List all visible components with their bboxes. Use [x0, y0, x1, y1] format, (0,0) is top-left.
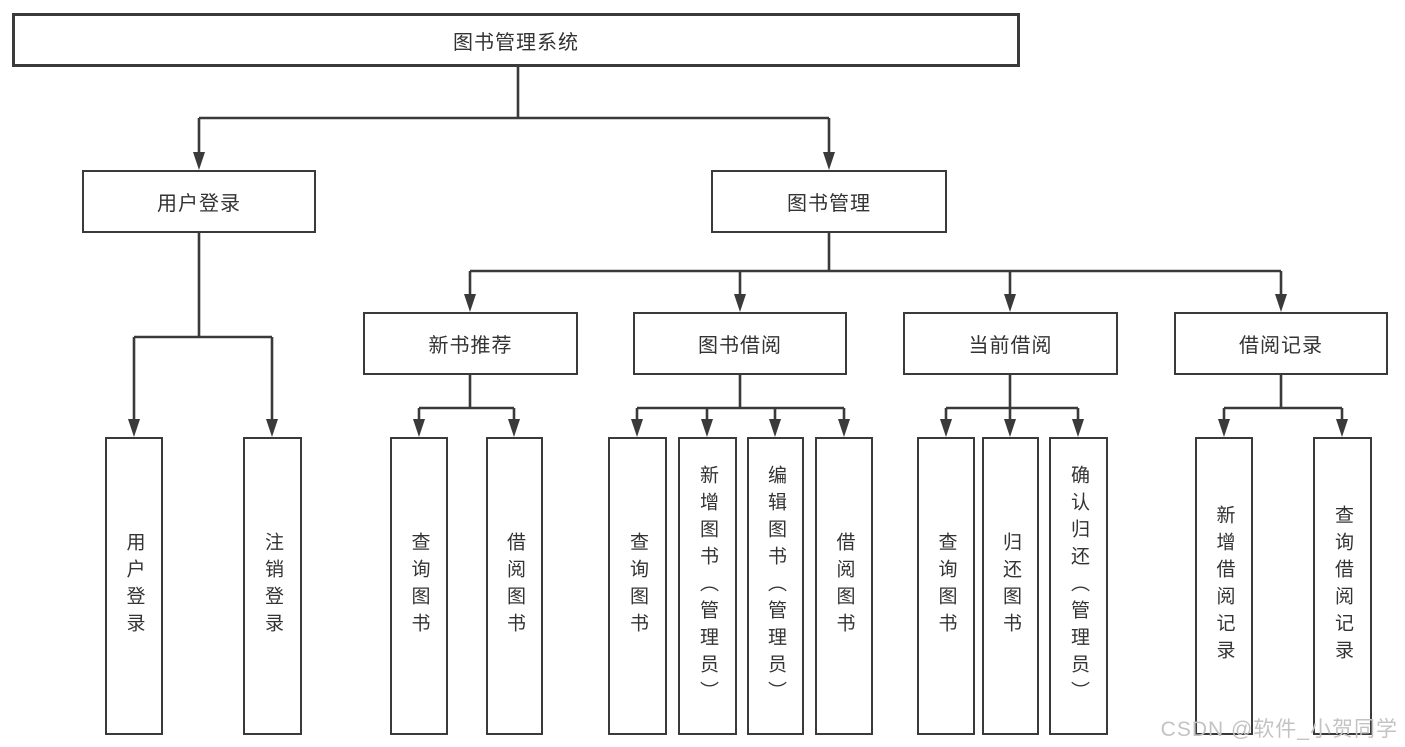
leaf-borrow-books-2: 借阅图书 [815, 437, 873, 735]
arrowhead-icon [1218, 419, 1230, 437]
arrowhead-icon [1072, 419, 1084, 437]
leaf-return-books: 归还图书 [982, 437, 1039, 735]
arrowhead-icon [413, 419, 425, 437]
node-current-borrow-label: 当前借阅 [968, 335, 1053, 357]
connector-lines [132, 67, 1344, 422]
leaf-borrow-books-1-label: 借阅图书 [504, 532, 525, 640]
node-user-login-label: 用户登录 [157, 193, 241, 215]
leaf-user-login-label: 用户登录 [123, 532, 145, 640]
node-book-borrow: 图书借阅 [633, 312, 847, 375]
node-new-book-recommend: 新书推荐 [363, 312, 578, 375]
node-book-management-label: 图书管理 [787, 193, 871, 215]
arrowhead-icon [701, 419, 713, 437]
leaf-add-books-admin: 新增图书（管理员） [678, 437, 737, 735]
csdn-watermark: CSDN @软件_小贺同学 [1160, 718, 1398, 741]
arrowhead-icon [940, 419, 952, 437]
node-current-borrow: 当前借阅 [903, 312, 1118, 375]
leaf-query-books-3-label: 查询图书 [935, 532, 957, 640]
arrowhead-icon [823, 152, 835, 170]
arrowhead-icon [631, 419, 643, 437]
node-user-login: 用户登录 [82, 170, 316, 233]
node-root: 图书管理系统 [12, 13, 1020, 67]
leaf-add-borrow-record-label: 新增借阅记录 [1213, 505, 1235, 667]
leaf-edit-books-admin: 编辑图书（管理员） [747, 437, 804, 735]
leaf-query-books-2: 查询图书 [608, 437, 667, 735]
node-new-book-recommend-label: 新书推荐 [428, 335, 513, 357]
arrowhead-icon [1004, 419, 1016, 437]
leaf-add-borrow-record: 新增借阅记录 [1195, 437, 1253, 735]
leaf-add-books-admin-label: 新增图书（管理员） [697, 464, 718, 708]
arrowhead-icon [1275, 294, 1287, 312]
leaf-edit-books-admin-label: 编辑图书（管理员） [765, 464, 786, 708]
arrowhead-icon [128, 419, 140, 437]
leaf-borrow-books-1: 借阅图书 [486, 437, 543, 735]
node-borrow-records: 借阅记录 [1174, 312, 1388, 375]
arrowhead-icon [266, 419, 278, 437]
leaf-query-books-3: 查询图书 [917, 437, 975, 735]
arrowhead-icon [838, 419, 850, 437]
arrowhead-icon [1336, 419, 1348, 437]
leaf-query-borrow-record: 查询借阅记录 [1313, 437, 1372, 735]
arrowhead-icon [193, 152, 205, 170]
arrowhead-icon [508, 419, 520, 437]
leaf-query-books-1-label: 查询图书 [408, 532, 430, 640]
leaf-return-books-label: 归还图书 [1000, 532, 1021, 640]
arrowhead-icon [769, 419, 781, 437]
leaf-logout-label: 注销登录 [262, 532, 283, 640]
node-root-label: 图书管理系统 [453, 31, 579, 54]
arrowhead-icon [1004, 294, 1016, 312]
leaf-borrow-books-2-label: 借阅图书 [833, 532, 855, 640]
arrowhead-icon [464, 294, 476, 312]
leaf-query-books-1: 查询图书 [390, 437, 448, 735]
leaf-logout: 注销登录 [243, 437, 302, 735]
leaf-user-login: 用户登录 [105, 437, 163, 735]
node-book-borrow-label: 图书借阅 [698, 335, 782, 357]
leaf-query-books-2-label: 查询图书 [627, 532, 648, 640]
arrowhead-icon [734, 294, 746, 312]
node-book-management: 图书管理 [711, 170, 947, 233]
leaf-confirm-return-admin: 确认归还（管理员） [1049, 437, 1108, 735]
leaf-confirm-return-admin-label: 确认归还（管理员） [1068, 464, 1089, 708]
leaf-query-borrow-record-label: 查询借阅记录 [1332, 505, 1353, 667]
node-borrow-records-label: 借阅记录 [1239, 335, 1323, 357]
